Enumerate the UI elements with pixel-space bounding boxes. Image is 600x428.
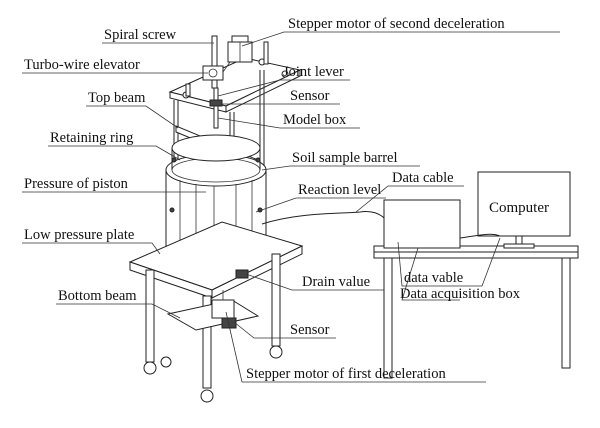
drain-valve [235,269,249,279]
label-data-cable: Data cable [392,170,454,186]
computer: Computer [477,171,571,249]
data-vable-cable [459,233,501,239]
label-retaining-ring: Retaining ring [50,130,133,146]
loading-apparatus [128,35,304,403]
labels: Spiral screw Stepper motor of second dec… [24,16,521,382]
label-turbo-wire: Turbo-wire elevator [24,57,140,73]
label-spiral-screw: Spiral screw [104,27,177,43]
retaining-ring [171,134,261,162]
label-stepper-first: Stepper motor of first deceleration [246,366,446,382]
data-cable [261,211,385,225]
joint-lever [213,87,219,129]
label-soil-barrel: Soil sample barrel [292,150,398,166]
leader-lines [22,31,560,383]
label-drain-value: Drain value [302,274,370,290]
label-top-beam: Top beam [88,90,146,106]
stepper-motor-first [211,299,235,319]
label-data-acquisition-box: Data acquisition box [400,286,521,302]
computer-label: Computer [489,200,549,216]
label-sensor-top: Sensor [290,88,330,104]
label-bottom-beam: Bottom beam [58,288,137,304]
desk [373,245,579,379]
label-sensor-bottom: Sensor [290,322,330,338]
label-model-box: Model box [283,112,347,128]
label-pressure-piston: Pressure of piston [24,176,129,192]
label-stepper-second: Stepper motor of second deceleration [288,16,505,32]
leg [202,295,212,389]
label-reaction-level: Reaction level [298,182,381,198]
label-low-pressure-plate: Low pressure plate [24,227,134,243]
leg [271,253,281,347]
leg [145,269,155,363]
data-acquisition-box [383,199,461,249]
label-data-vable: data vable [404,270,463,286]
label-joint-lever: Joint lever [283,64,344,80]
top-sensor [209,99,223,107]
